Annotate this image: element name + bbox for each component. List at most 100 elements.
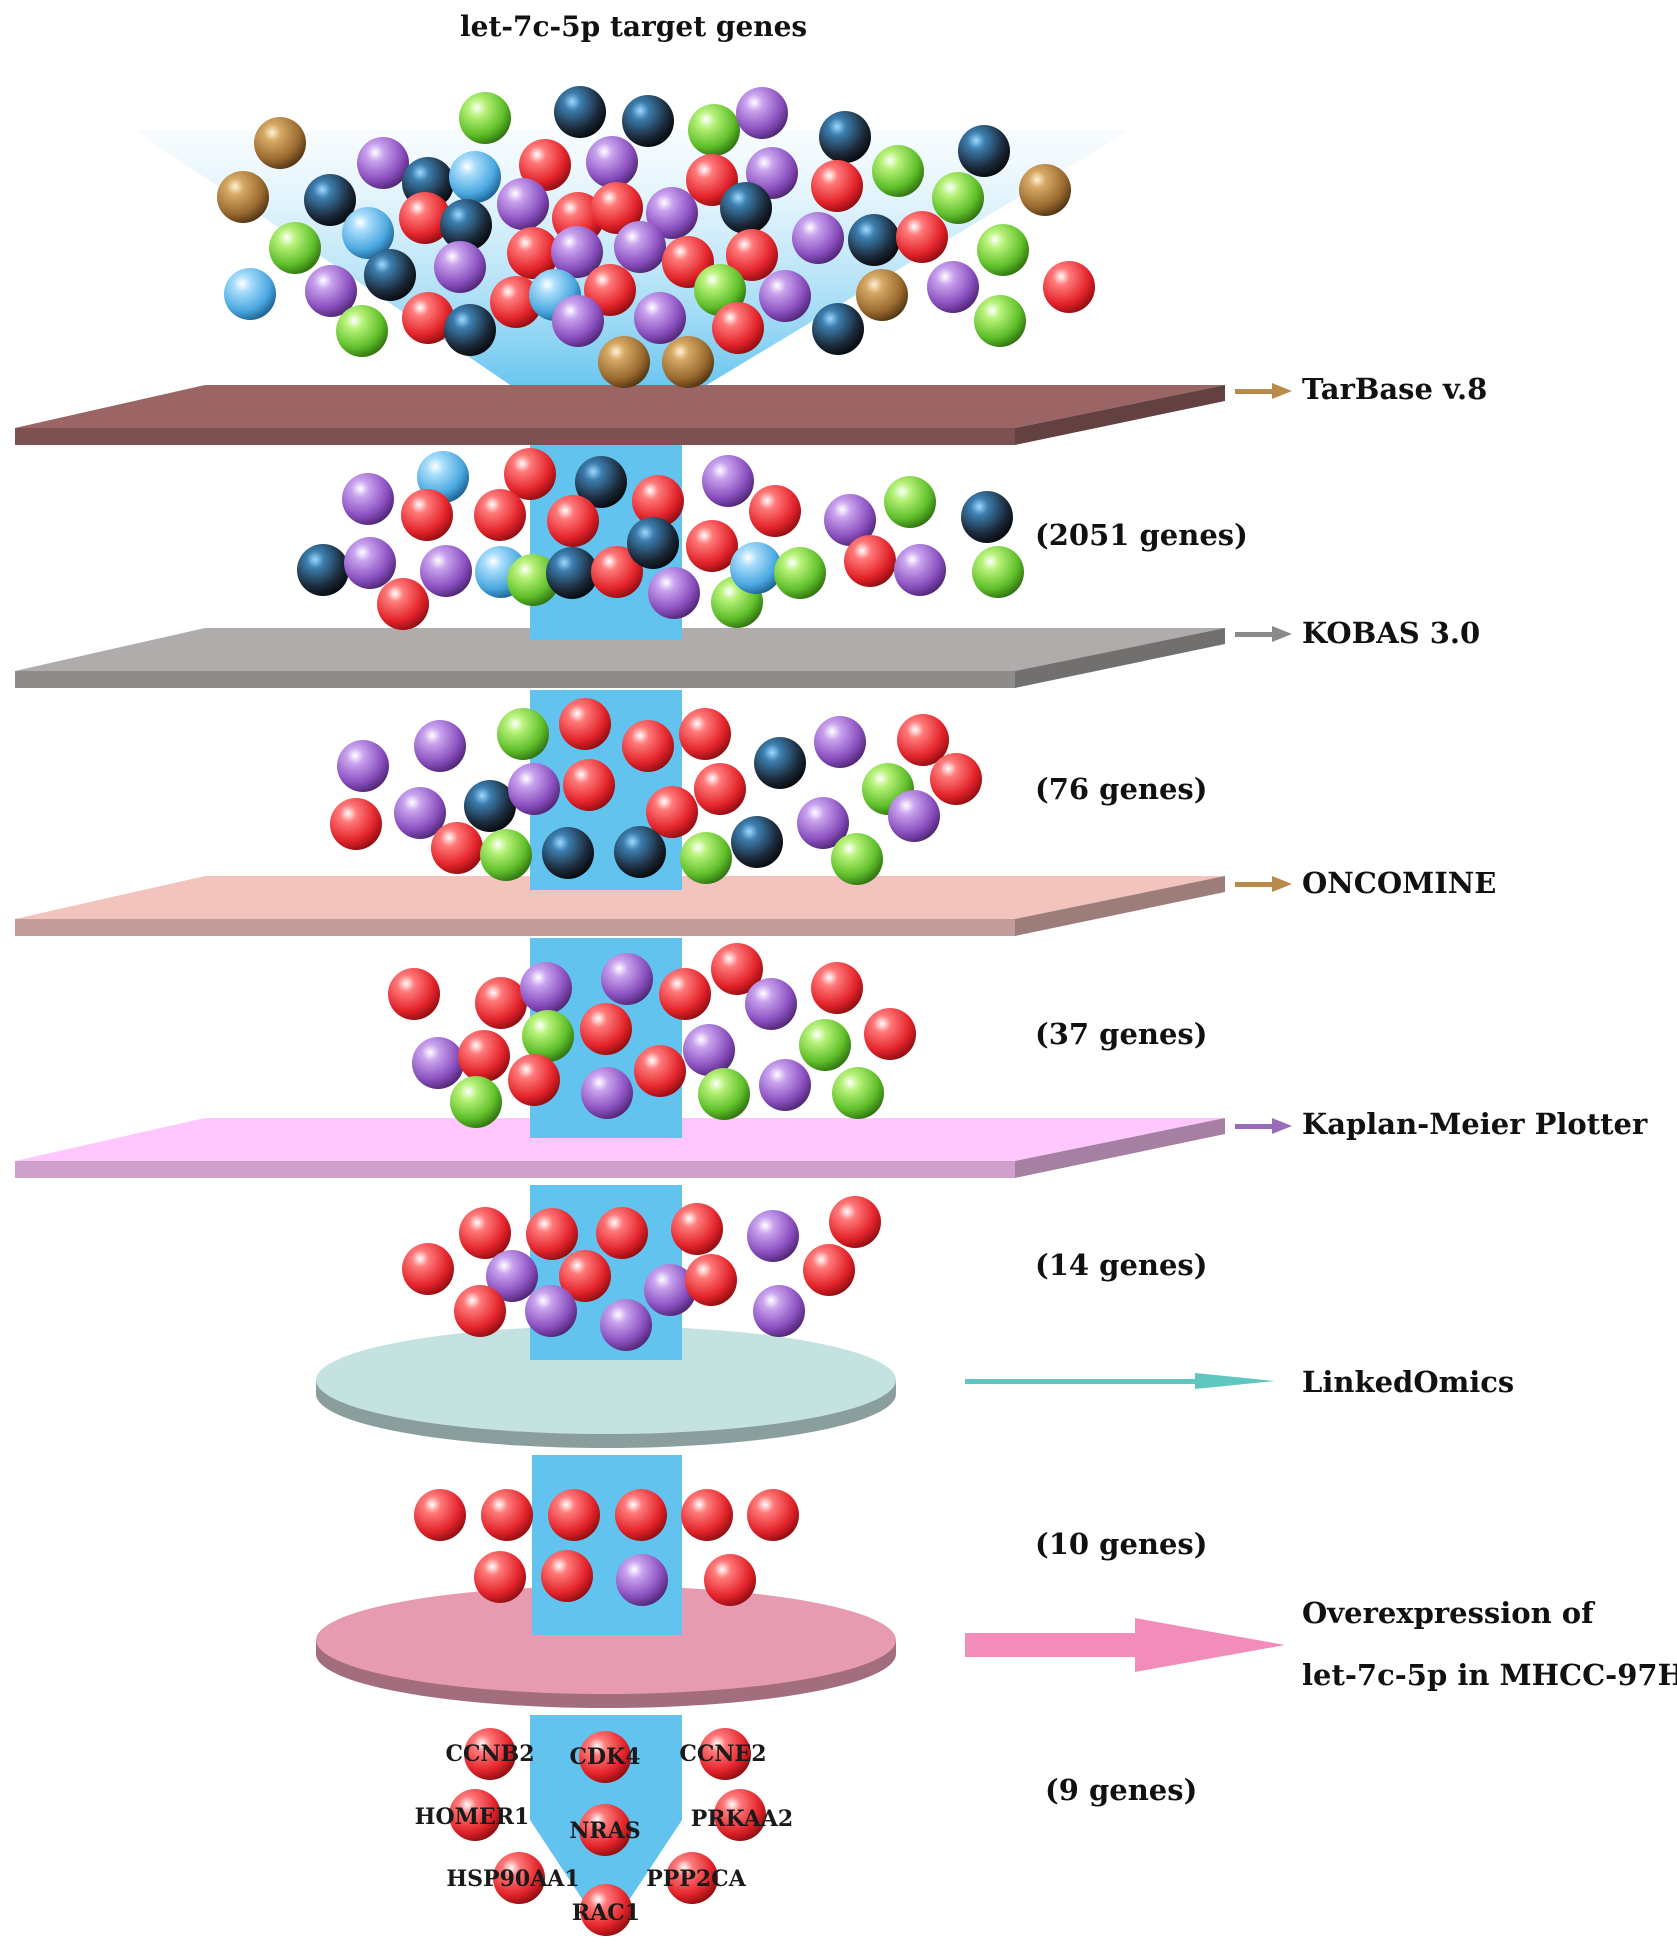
gene-ball-red — [548, 1489, 600, 1541]
gene-ball-green — [680, 832, 732, 884]
gene-ball-purple — [342, 473, 394, 525]
gene-ball-red — [504, 448, 556, 500]
gene-ball-red — [615, 1489, 667, 1541]
gene-label: RAC1 — [571, 1900, 641, 1926]
gene-ball-black — [627, 517, 679, 569]
gene-ball-red — [803, 1244, 855, 1296]
gene-ball-purple — [814, 716, 866, 768]
gene-ball-red — [493, 1852, 545, 1904]
gene-ball-black — [961, 491, 1013, 543]
gene-ball-red — [726, 229, 778, 281]
gene-ball-red — [458, 1030, 510, 1082]
gene-ball-red — [699, 1728, 751, 1780]
gene-balls — [217, 86, 1095, 1936]
gene-ball-red — [559, 698, 611, 750]
filter-disc-overexpression — [316, 1586, 896, 1708]
gene-ball-blue — [224, 268, 276, 320]
gene-ball-purple — [581, 1067, 633, 1119]
gene-ball-red — [402, 1243, 454, 1295]
gene-ball-purple — [394, 787, 446, 839]
gene-ball-purple — [525, 1285, 577, 1337]
gene-ball-purple — [648, 567, 700, 619]
gene-ball-red — [671, 1203, 723, 1255]
gene-ball-blue — [730, 542, 782, 594]
gene-ball-black — [297, 544, 349, 596]
gene-ball-black — [464, 780, 516, 832]
gene-ball-red — [431, 822, 483, 874]
gene-ball-purple — [753, 1285, 805, 1337]
gene-ball-black — [819, 111, 871, 163]
gene-ball-green — [831, 833, 883, 885]
gene-ball-red — [666, 1852, 718, 1904]
filter-label-overexpression-line2: let-7c-5p in MHCC-97H — [1302, 1658, 1677, 1692]
arrow-kmplotter — [1235, 1118, 1292, 1134]
gene-ball-green — [774, 547, 826, 599]
gene-ball-purple — [420, 545, 472, 597]
gene-ball-purple — [759, 1059, 811, 1111]
gene-ball-blue — [449, 151, 501, 203]
gene-ball-green — [497, 708, 549, 760]
gene-ball-black — [542, 827, 594, 879]
gene-ball-purple — [736, 87, 788, 139]
gene-label: HSP90AA1 — [446, 1866, 580, 1892]
gene-ball-red — [694, 763, 746, 815]
gene-count-oncomine: (37 genes) — [1035, 1017, 1208, 1051]
gene-ball-purple — [520, 962, 572, 1014]
gene-ball-red — [474, 1551, 526, 1603]
filter-label-linkedomics: LinkedOmics — [1302, 1365, 1515, 1399]
gene-ball-red — [541, 1550, 593, 1602]
gene-ball-purple — [894, 544, 946, 596]
filter-label-oncomine: ONCOMINE — [1302, 866, 1497, 900]
gene-ball-red — [896, 211, 948, 263]
gene-ball-red — [659, 968, 711, 1020]
filter-label-kobas: KOBAS 3.0 — [1302, 616, 1481, 650]
gene-ball-green — [932, 172, 984, 224]
gene-label: PPP2CA — [646, 1866, 746, 1892]
gene-ball-brown — [1019, 164, 1071, 216]
gene-ball-purple — [414, 720, 466, 772]
gene-label: CCNE2 — [679, 1741, 767, 1767]
gene-ball-purple — [614, 221, 666, 273]
gene-count-tarbase: (2051 genes) — [1035, 518, 1248, 552]
gene-ball-black — [812, 303, 864, 355]
gene-ball-red — [526, 1208, 578, 1260]
gene-ball-red — [844, 535, 896, 587]
gene-ball-purple — [412, 1037, 464, 1089]
gene-ball-red — [811, 962, 863, 1014]
gene-ball-purple — [888, 790, 940, 842]
gene-ball-red — [508, 1054, 560, 1106]
gene-ball-red — [547, 495, 599, 547]
gene-ball-purple — [586, 136, 638, 188]
gene-ball-purple — [747, 1210, 799, 1262]
gene-ball-black — [440, 199, 492, 251]
gene-ball-brown — [254, 117, 306, 169]
gene-ball-red — [829, 1196, 881, 1248]
gene-ball-red — [464, 1728, 516, 1780]
gene-ball-red — [714, 1789, 766, 1841]
gene-ball-red — [686, 520, 738, 572]
gene-label: PRKAA2 — [690, 1806, 794, 1832]
gene-ball-purple — [601, 953, 653, 1005]
gene-ball-red — [679, 708, 731, 760]
gene-ball-purple — [646, 187, 698, 239]
gene-count-kmplotter: (14 genes) — [1035, 1248, 1208, 1282]
gene-ball-red — [402, 292, 454, 344]
stream-segment — [532, 1455, 682, 1635]
gene-ball-green — [832, 1067, 884, 1119]
gene-ball-blue — [342, 207, 394, 259]
gene-ball-purple — [644, 1264, 696, 1316]
gene-ball-red — [897, 714, 949, 766]
gene-ball-purple — [434, 241, 486, 293]
gene-label: CDK4 — [569, 1744, 641, 1770]
gene-ball-black — [958, 125, 1010, 177]
gene-ball-green — [799, 1019, 851, 1071]
gene-ball-red — [584, 264, 636, 316]
gene-ball-red — [481, 1489, 533, 1541]
gene-ball-red — [414, 1489, 466, 1541]
gene-ball-red — [454, 1285, 506, 1337]
gene-ball-brown — [598, 336, 650, 388]
gene-ball-green — [688, 104, 740, 156]
gene-ball-green — [522, 1010, 574, 1062]
gene-ball-red — [930, 753, 982, 805]
